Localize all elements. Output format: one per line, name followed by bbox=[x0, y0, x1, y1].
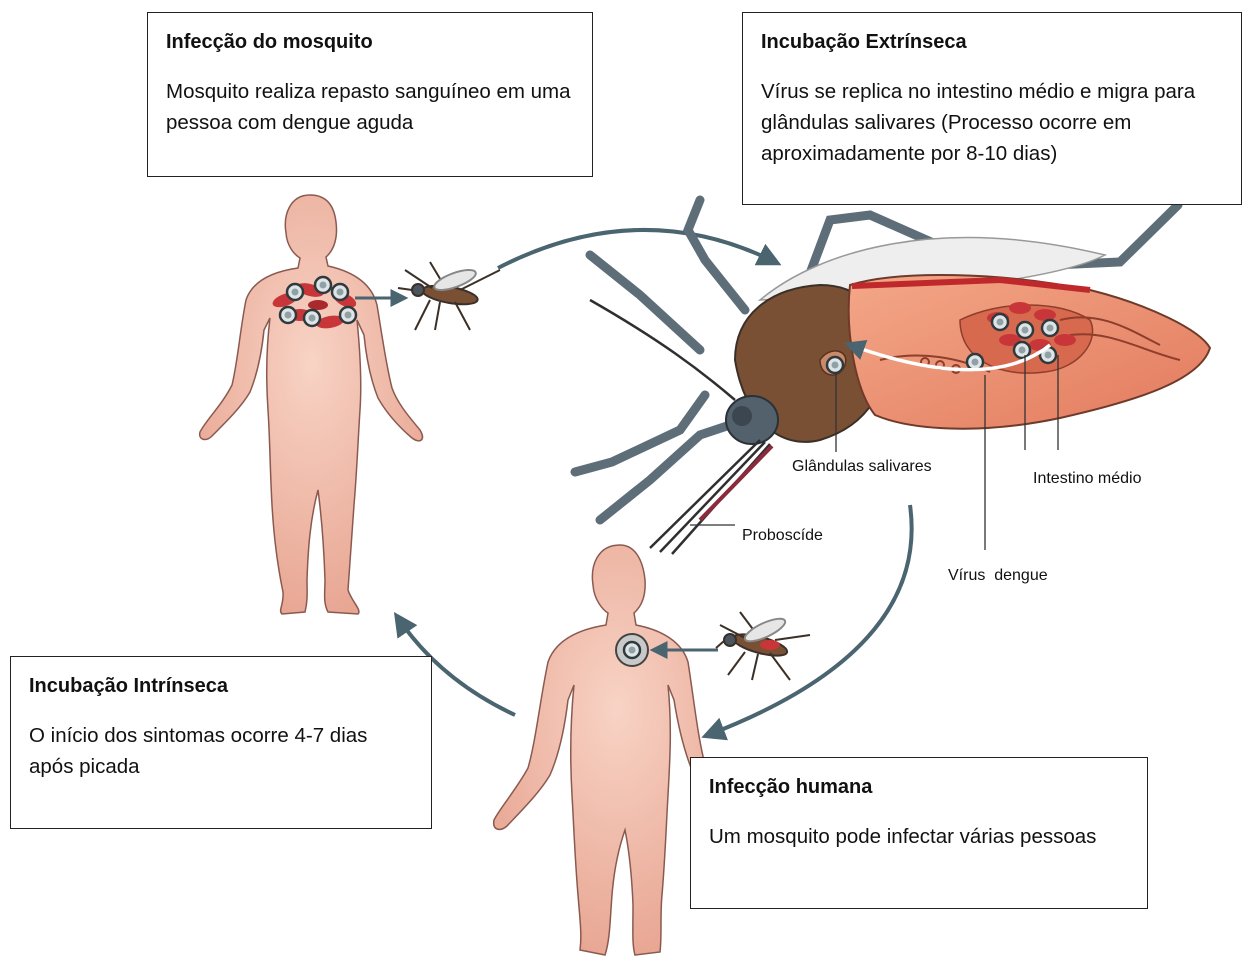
human-infection-box: Infecção humana Um mosquito pode infecta… bbox=[690, 757, 1148, 909]
mosquito-infection-title: Infecção do mosquito bbox=[166, 31, 574, 54]
mosquito-infection-text: Mosquito realiza repasto sanguíneo em um… bbox=[166, 76, 574, 138]
midgut-label: Intestino médio bbox=[1033, 470, 1142, 488]
extrinsic-incubation-text: Vírus se replica no intestino médio e mi… bbox=[761, 76, 1223, 169]
salivary-glands-label: Glândulas salivares bbox=[792, 458, 932, 476]
arrow-to-mosquito bbox=[498, 230, 775, 268]
small-mosquito-biting bbox=[716, 612, 810, 680]
dengue-virus-label: Vírus dengue bbox=[948, 567, 1048, 585]
virus-injection-site bbox=[616, 634, 648, 666]
human-infection-title: Infecção humana bbox=[709, 776, 1129, 799]
intrinsic-incubation-title: Incubação Intrínseca bbox=[29, 675, 413, 698]
human-infection-text: Um mosquito pode infectar várias pessoas bbox=[709, 821, 1129, 852]
proboscis-label: Proboscíde bbox=[742, 527, 823, 545]
human-figure-infected bbox=[200, 195, 423, 614]
extrinsic-incubation-title: Incubação Extrínseca bbox=[761, 31, 1223, 54]
intrinsic-incubation-box: Incubação Intrínseca O início dos sintom… bbox=[10, 656, 432, 829]
mosquito-infection-box: Infecção do mosquito Mosquito realiza re… bbox=[147, 12, 593, 177]
intrinsic-incubation-text: O início dos sintomas ocorre 4-7 dias ap… bbox=[29, 720, 413, 782]
small-mosquito-feeding bbox=[398, 262, 500, 330]
extrinsic-incubation-box: Incubação Extrínseca Vírus se replica no… bbox=[742, 12, 1242, 205]
large-mosquito-cutaway bbox=[575, 200, 1210, 554]
